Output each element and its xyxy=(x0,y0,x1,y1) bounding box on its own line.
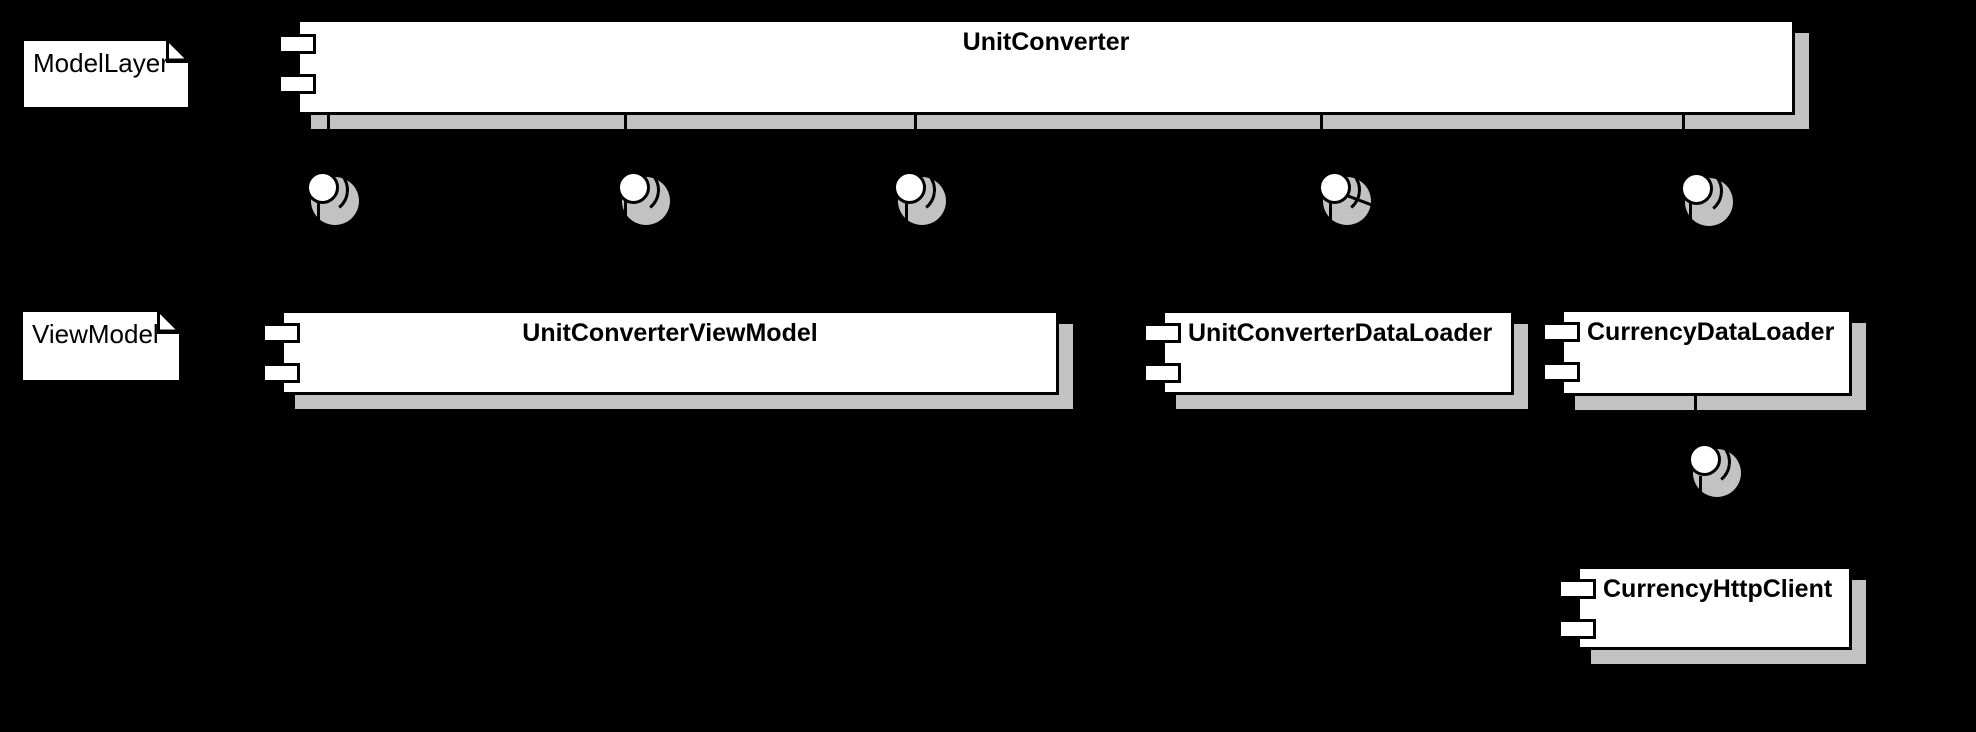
note-view-model: ViewModel xyxy=(20,309,182,383)
component-tab-icon xyxy=(262,323,300,343)
provided-interface-icon xyxy=(1680,172,1713,205)
component-currency-http-client: CurrencyHttpClient xyxy=(1558,566,1852,650)
connector-line xyxy=(1689,198,1692,311)
connector-line xyxy=(624,113,627,173)
provided-interface-icon xyxy=(306,171,339,204)
component-tab-icon xyxy=(1558,619,1596,639)
component-unit-converter-view-model: UnitConverterViewModel xyxy=(262,310,1059,395)
provided-interface-icon xyxy=(893,171,926,204)
provided-interface-icon xyxy=(617,171,650,204)
connector-line xyxy=(1329,198,1332,312)
component-unit-converter-data-loader: UnitConverterDataLoader xyxy=(1143,310,1514,395)
connector-line xyxy=(1320,113,1323,173)
component-body xyxy=(281,310,1059,395)
component-tab-icon xyxy=(278,34,316,54)
connector-line xyxy=(905,198,908,312)
connector-line xyxy=(317,198,320,312)
component-body xyxy=(1561,309,1852,396)
note-fold-icon xyxy=(157,309,182,333)
component-body xyxy=(1162,310,1514,395)
component-tab-icon xyxy=(1143,363,1181,383)
component-body xyxy=(297,19,1795,115)
provided-interface-icon xyxy=(1318,171,1351,204)
connector-line xyxy=(1699,476,1702,568)
component-tab-icon xyxy=(1542,322,1580,342)
component-tab-icon xyxy=(1542,362,1580,382)
component-tab-icon xyxy=(278,74,316,94)
connector-line xyxy=(914,113,917,173)
connector-line xyxy=(624,198,627,312)
component-tab-icon xyxy=(1558,579,1596,599)
connector-line-diagonal xyxy=(1345,194,1649,312)
component-body xyxy=(1577,566,1852,650)
provided-interface-icon xyxy=(1688,443,1721,476)
note-model-layer: ModelLayer xyxy=(21,38,191,110)
component-label: CurrencyHttpClient xyxy=(1603,575,1833,603)
component-label: UnitConverterDataLoader xyxy=(1188,319,1493,347)
component-tab-icon xyxy=(1143,323,1181,343)
component-label: UnitConverterViewModel xyxy=(522,319,818,347)
note-label: ViewModel xyxy=(32,319,159,349)
component-label: CurrencyDataLoader xyxy=(1587,318,1835,346)
component-label: UnitConverter xyxy=(962,28,1130,56)
component-unit-converter: UnitConverter xyxy=(278,19,1795,115)
connector-line xyxy=(327,113,330,173)
connector-line xyxy=(1694,394,1697,446)
component-currency-data-loader: CurrencyDataLoader xyxy=(1542,309,1852,396)
connector-line xyxy=(1682,113,1685,173)
note-label: ModelLayer xyxy=(33,48,169,78)
note-fold-icon xyxy=(166,38,191,62)
component-tab-icon xyxy=(262,363,300,383)
